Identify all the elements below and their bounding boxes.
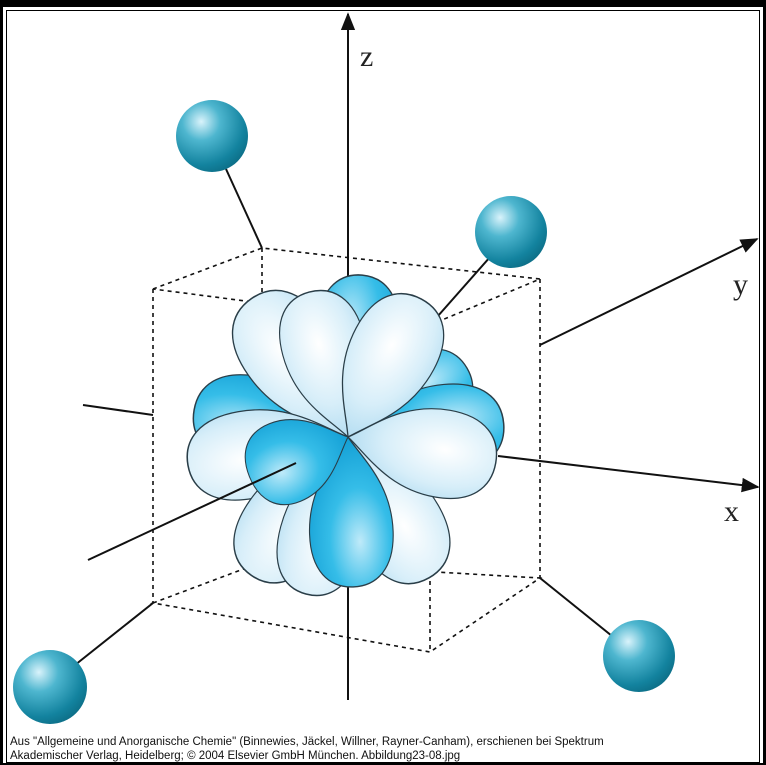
bond-lower-left	[75, 603, 153, 665]
image-caption: Aus "Allgemeine und Anorganische Chemie"…	[10, 735, 755, 763]
bond-lower-right	[540, 578, 612, 636]
d-orbital-lobes	[180, 271, 507, 604]
ligand-upper-left	[176, 100, 248, 172]
ligand-lower-left	[13, 650, 87, 724]
caption-line-1: Aus "Allgemeine und Anorganische Chemie"…	[10, 735, 755, 749]
ligand-lower-right	[603, 620, 675, 692]
bond-upper-left	[226, 169, 262, 248]
orbital-diagram: z y x	[0, 0, 766, 735]
ligand-upper-right	[475, 196, 547, 268]
y-axis-label: y	[733, 268, 748, 301]
z-axis-label: z	[360, 40, 373, 73]
bond-upper-right	[430, 248, 498, 325]
negative-y-axis	[83, 405, 153, 415]
x-axis	[498, 456, 758, 487]
x-axis-label: x	[724, 495, 739, 528]
y-axis	[540, 239, 757, 345]
caption-line-2: Akademischer Verlag, Heidelberg; © 2004 …	[10, 749, 755, 763]
